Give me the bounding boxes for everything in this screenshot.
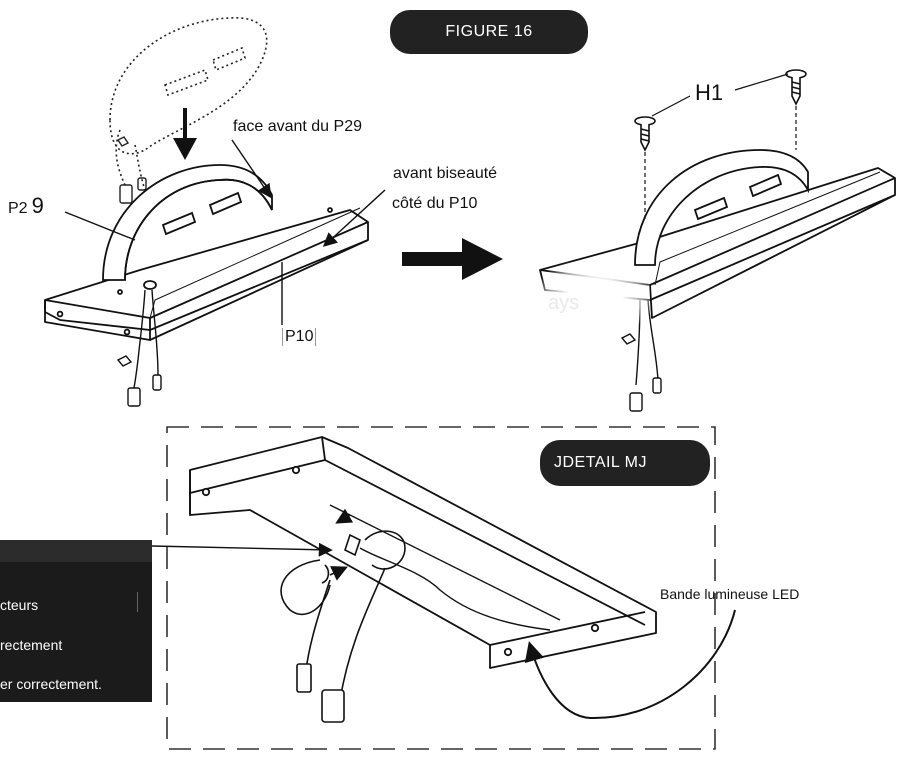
label-face-avant: face avant du P29	[233, 118, 362, 135]
note-line-3: er correctement.	[0, 676, 102, 692]
detail-title: JDETAIL MJ	[554, 454, 648, 471]
label-avant-biseaute: avant biseauté	[393, 165, 498, 182]
smudge-patch	[540, 262, 650, 332]
note-pointer	[151, 542, 333, 557]
note-line-1: cteurs	[0, 597, 39, 613]
leader-lines-left	[64, 139, 386, 325]
detail-led-strip	[329, 504, 561, 631]
down-arrow	[173, 108, 197, 160]
ghost-connector	[116, 136, 147, 204]
note-box: cteurs rectement er correctement.	[0, 540, 152, 702]
figure-title: FIGURE 16	[445, 23, 533, 40]
base-plate-p10	[44, 207, 369, 341]
label-led-strip: Bande lumineuse LED	[660, 586, 800, 602]
screw-left-icon	[634, 116, 656, 152]
detail-connector-arrows	[329, 508, 354, 581]
label-p29-digit: 9	[31, 193, 44, 218]
detail-frame	[166, 426, 716, 750]
transition-arrow	[402, 238, 503, 280]
led-arrow	[524, 609, 736, 720]
note-divider	[137, 592, 138, 612]
note-box-header	[0, 540, 152, 562]
left-cable	[116, 289, 162, 407]
note-line-2: rectement	[0, 637, 63, 653]
assembled-arch	[634, 149, 809, 266]
screw-guides	[644, 106, 797, 220]
label-cote-p10: côté du P10	[392, 195, 478, 212]
figure-title-badge: FIGURE 16	[390, 10, 588, 54]
arch-p29	[102, 164, 273, 290]
detail-title-badge: JDETAIL MJ	[540, 440, 710, 486]
label-h1: H1	[695, 80, 724, 105]
label-p10: P10	[282, 328, 317, 346]
screw-right-icon	[785, 69, 807, 106]
h1-leaders	[651, 73, 789, 117]
ghost-arch-p29	[109, 17, 268, 191]
smudge-text: ays	[548, 292, 580, 314]
label-p29-prefix: P2	[8, 200, 28, 217]
detail-cable-loops	[280, 530, 406, 723]
